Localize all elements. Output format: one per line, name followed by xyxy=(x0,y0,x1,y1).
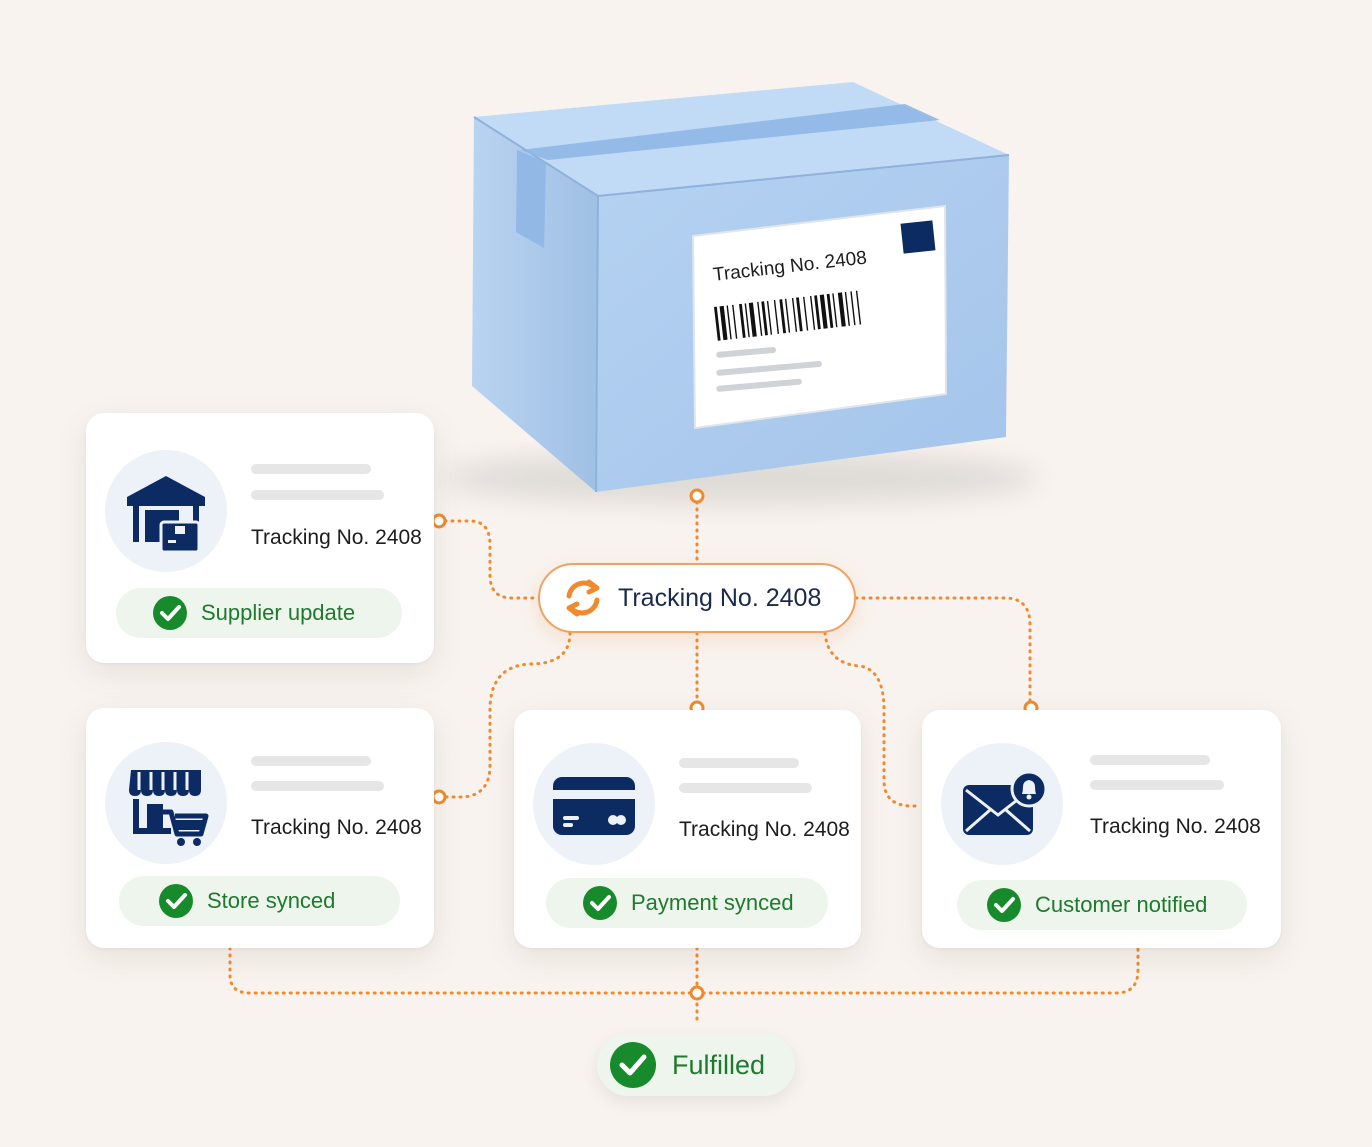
connector-fulfillment-bus xyxy=(228,946,1140,995)
barcode-bar xyxy=(844,291,850,326)
barcode-bar xyxy=(732,304,738,339)
barcode-bar xyxy=(779,299,787,334)
box-tape xyxy=(520,104,940,160)
payment-card: Tracking No. 2408 Payment synced xyxy=(514,710,861,948)
credit-card-icon-badge xyxy=(533,743,655,865)
store-card: Tracking No. 2408 Store synced xyxy=(86,708,434,948)
barcode-bar xyxy=(714,306,721,341)
supplier-status-label: Supplier update xyxy=(201,600,356,625)
fulfilled-badge: Fulfilled xyxy=(597,1034,795,1096)
node-box xyxy=(689,488,705,504)
envelope-bell-icon xyxy=(963,770,1048,835)
barcode-bar xyxy=(803,296,809,331)
barcode-bar xyxy=(761,301,768,336)
check-icon xyxy=(610,1042,656,1088)
warehouse-icon-badge xyxy=(105,450,227,572)
storefront-icon-badge xyxy=(105,742,227,864)
barcode-bar xyxy=(826,293,834,328)
connector-hub-customer-card xyxy=(823,631,922,808)
barcode-bar xyxy=(837,292,846,327)
barcode-bar xyxy=(809,295,816,330)
barcode-bar xyxy=(814,295,821,330)
barcode-bar xyxy=(757,301,763,336)
barcode-bar xyxy=(819,294,828,329)
barcode-bar xyxy=(791,297,798,332)
storefront-cart-icon xyxy=(129,770,209,846)
credit-card-icon xyxy=(553,777,635,835)
customer-status-label: Customer notified xyxy=(1035,892,1208,917)
barcode-bar xyxy=(855,290,862,325)
fulfilled-label: Fulfilled xyxy=(672,1049,766,1080)
node-store xyxy=(431,789,447,805)
envelope-icon-badge xyxy=(941,743,1063,865)
hub-label: Tracking No. 2408 xyxy=(618,583,822,612)
barcode-bar xyxy=(748,302,757,337)
barcode-bar xyxy=(739,303,746,338)
barcode-bar xyxy=(796,297,803,332)
connector-customer xyxy=(854,596,1032,704)
warehouse-icon xyxy=(127,476,205,554)
store-status-pill: Store synced xyxy=(119,876,400,926)
payment-card-title: Tracking No. 2408 xyxy=(679,818,850,841)
node-fulfillment xyxy=(689,985,705,1001)
customer-card: Tracking No. 2408 Customer notified xyxy=(922,710,1281,948)
barcode xyxy=(714,290,862,341)
barcode-bar xyxy=(784,298,791,333)
label-mark xyxy=(900,220,936,254)
payment-status-pill: Payment synced xyxy=(546,878,828,928)
sync-icon xyxy=(560,575,606,621)
store-status-label: Store synced xyxy=(207,888,336,913)
check-icon xyxy=(153,596,187,630)
barcode-bar xyxy=(719,305,728,341)
store-card-title: Tracking No. 2408 xyxy=(251,816,422,839)
tracking-hub: Tracking No. 2408 xyxy=(538,563,856,633)
barcode-bar xyxy=(726,305,732,340)
supplier-status-pill: Supplier update xyxy=(116,588,402,638)
check-icon xyxy=(583,886,617,920)
box-left xyxy=(472,117,598,492)
barcode-bar xyxy=(850,291,856,326)
supplier-card: Tracking No. 2408 Supplier update xyxy=(86,413,434,663)
barcode-bar xyxy=(744,303,750,338)
node-supplier xyxy=(431,513,447,529)
connector-store xyxy=(443,631,572,799)
barcode-bar xyxy=(832,293,838,328)
check-icon xyxy=(987,888,1021,922)
supplier-card-title: Tracking No. 2408 xyxy=(251,526,422,549)
check-icon xyxy=(159,884,193,918)
customer-status-pill: Customer notified xyxy=(957,880,1247,930)
barcode-bar xyxy=(773,300,780,334)
customer-card-title: Tracking No. 2408 xyxy=(1090,815,1261,838)
connector-supplier xyxy=(443,519,540,600)
payment-status-label: Payment synced xyxy=(631,890,794,915)
shipping-label xyxy=(691,204,948,430)
barcode-bar xyxy=(766,300,773,335)
